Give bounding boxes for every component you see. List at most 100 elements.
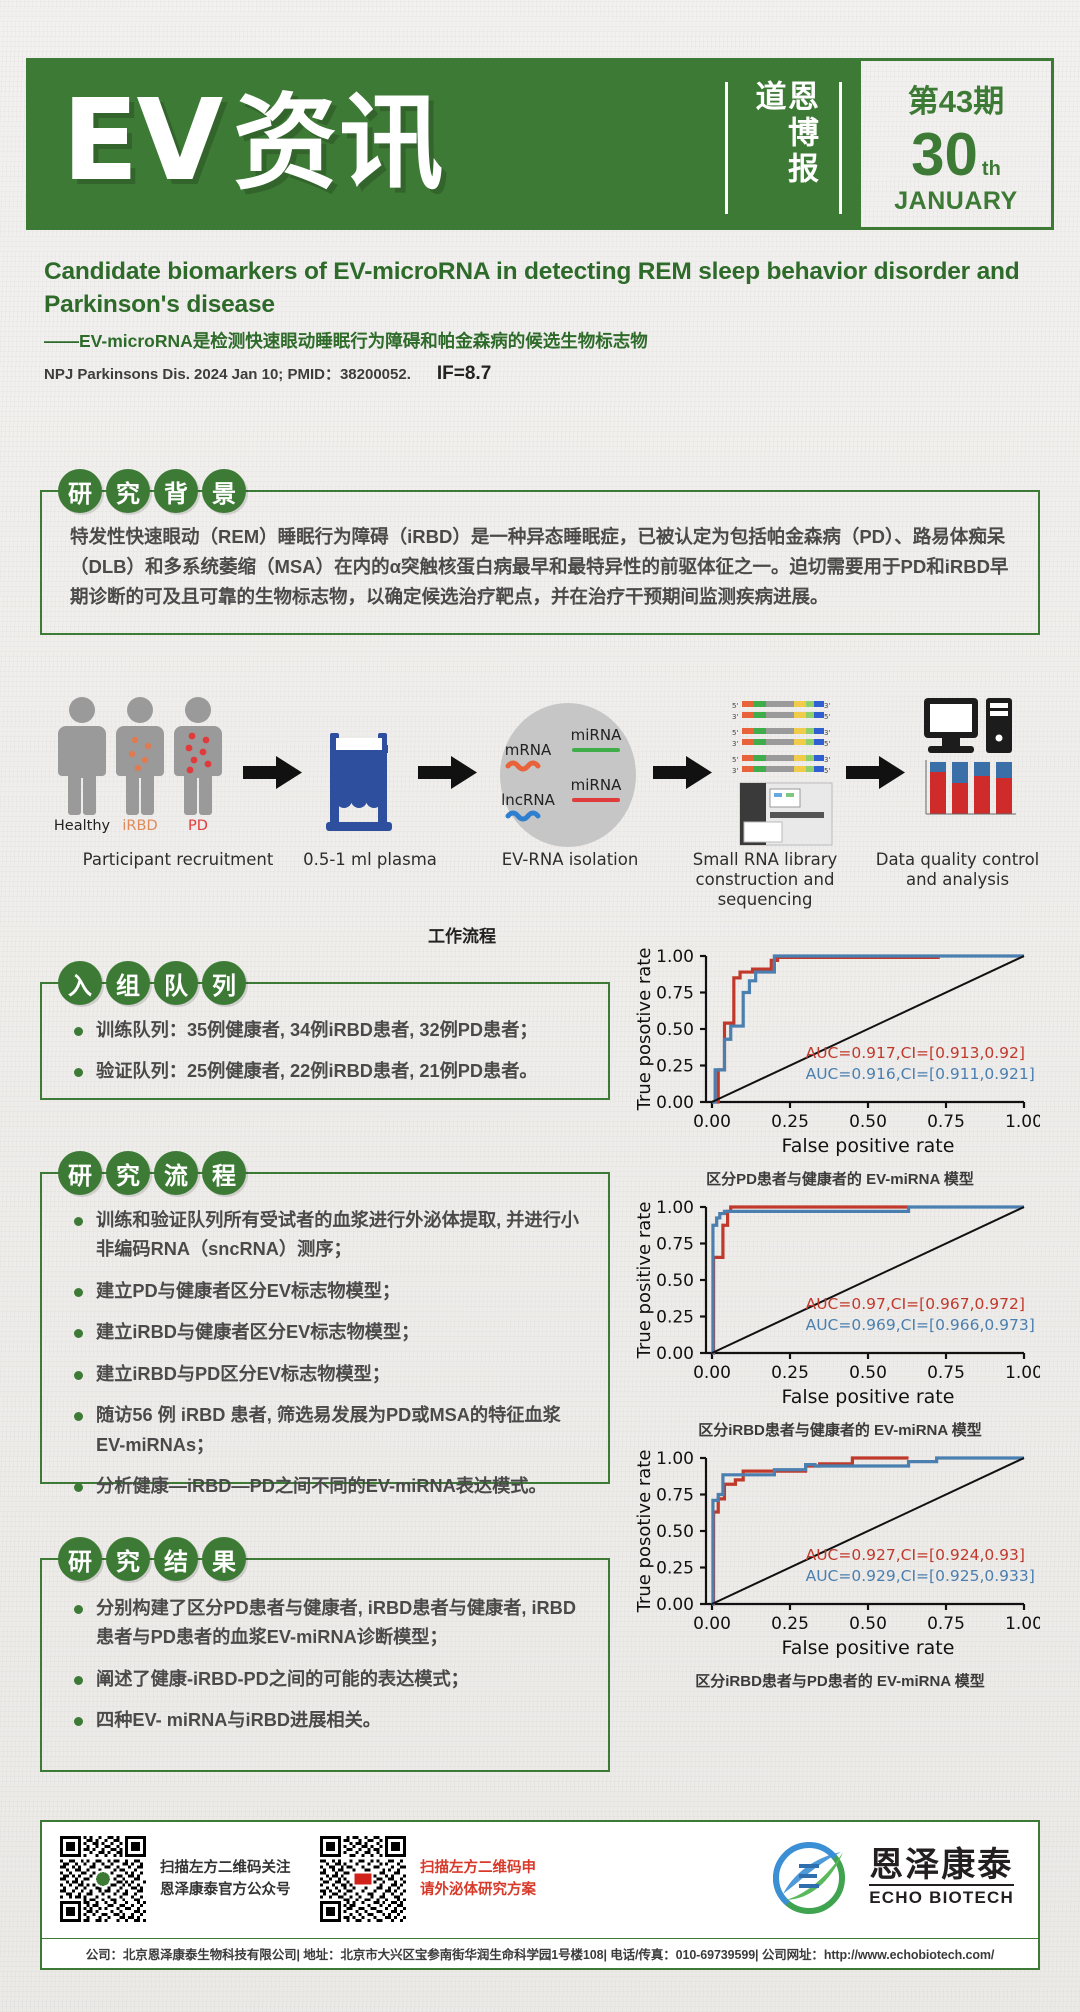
- svg-text:0.00: 0.00: [693, 1363, 731, 1383]
- ev-label-mirna-red: miRNA: [571, 776, 622, 794]
- heading-char: 背: [154, 469, 198, 513]
- svg-text:False positive rate: False positive rate: [782, 1386, 955, 1408]
- svg-text:1.00: 1.00: [656, 1449, 694, 1469]
- heading-char: 究: [106, 1537, 150, 1581]
- article-title-english: Candidate biomarkers of EV-microRNA in d…: [44, 258, 1020, 318]
- pd-spots: [185, 732, 212, 774]
- svg-text:3': 3': [824, 702, 830, 710]
- background-paragraph: 特发性快速眼动（REM）睡眠行为障碍（iRBD）是一种异态睡眠症，已被认定为包括…: [70, 526, 1009, 607]
- roc-chart-3-caption: 区分iRBD患者与PD患者的 EV-miRNA 模型: [695, 1673, 985, 1690]
- list-item: 建立iRBD与健康者区分EV标志物模型；: [70, 1318, 580, 1347]
- data-analysis-icon: [924, 698, 1016, 815]
- cohort-list: 训练队列：35例健康者, 34例iRBD患者, 32例PD患者； 验证队列：25…: [70, 1016, 580, 1087]
- svg-text:AUC=0.927,CI=[0.924,0.93]: AUC=0.927,CI=[0.924,0.93]: [806, 1546, 1025, 1564]
- qr-left-line-1: 扫描左方二维码关注: [160, 1859, 291, 1876]
- svg-text:True posotive rate: True posotive rate: [634, 948, 655, 1112]
- list-item: 建立PD与健康者区分EV标志物模型；: [70, 1277, 580, 1306]
- person-irbd-icon: [116, 697, 164, 815]
- svg-text:1.00: 1.00: [656, 947, 694, 967]
- section-results-heading: 研 究 结 果: [58, 1537, 246, 1581]
- svg-text:5': 5': [732, 729, 738, 737]
- section-cohort-heading: 入 组 队 列: [58, 961, 246, 1005]
- heading-char: 组: [106, 961, 150, 1005]
- footer-contact-text: 公司：北京恩泽康泰生物科技有限公司| 地址：北京市大兴区宝参南街华润生命科学园1…: [85, 1948, 995, 1962]
- heading-char: 流: [154, 1151, 198, 1195]
- footer-qr-group-left: 扫描左方二维码关注 恩泽康泰官方公众号: [60, 1836, 291, 1922]
- heading-char: 列: [202, 961, 246, 1005]
- footer-qr-group-right: 扫描左方二维码申 请外泌体研究方案: [320, 1836, 536, 1922]
- workflow-caption-1: Participant recruitment: [82, 850, 274, 869]
- masthead-vertical-title: 恩博报道: [750, 80, 818, 188]
- qr-right-caption: 扫描左方二维码申 请外泌体研究方案: [420, 1857, 536, 1902]
- svg-text:AUC=0.969,CI=[0.966,0.973]: AUC=0.969,CI=[0.966,0.973]: [806, 1316, 1035, 1334]
- workflow-label-irbd: iRBD: [122, 818, 157, 834]
- company-logo: 恩泽康泰 ECHO BIOTECH: [769, 1838, 1014, 1918]
- arrow-icon-3: [653, 756, 712, 789]
- section-process-body: 训练和验证队列所有受试者的血浆进行外泌体提取, 并进行小非编码RNA（sncRN…: [42, 1174, 608, 1532]
- svg-text:1.00: 1.00: [1005, 1112, 1040, 1132]
- heading-char: 研: [58, 469, 102, 513]
- echo-biotech-mark-icon: [773, 1842, 846, 1914]
- svg-text:0.75: 0.75: [927, 1112, 965, 1132]
- issue-date-box: 第43期 30 th JANUARY: [858, 58, 1054, 230]
- svg-text:AUC=0.97,CI=[0.967,0.972]: AUC=0.97,CI=[0.967,0.972]: [806, 1295, 1025, 1313]
- list-item: 分析健康—iRBD—PD之间不同的EV-miRNA表达模式。: [70, 1472, 580, 1501]
- svg-text:0.00: 0.00: [693, 1112, 731, 1132]
- sequencing-icon: 5'3' 3'5' 5'3' 3'5' 5'3' 3'5': [732, 701, 833, 846]
- company-name-cn: 恩泽康泰: [869, 1846, 1014, 1884]
- qr-code-wechat-icon[interactable]: [60, 1836, 146, 1922]
- section-cohort-body: 训练队列：35例健康者, 34例iRBD患者, 32例PD患者； 验证队列：25…: [42, 984, 608, 1117]
- svg-text:False positive rate: False positive rate: [782, 1135, 955, 1157]
- svg-text:0.00: 0.00: [656, 1595, 694, 1615]
- ev-label-mirna-green: miRNA: [571, 726, 622, 744]
- issue-day-number: 30: [911, 121, 978, 188]
- svg-text:3': 3': [824, 729, 830, 737]
- article-citation: NPJ Parkinsons Dis. 2024 Jan 10; PMID：38…: [44, 366, 411, 384]
- svg-text:0.00: 0.00: [656, 1344, 694, 1364]
- svg-text:5': 5': [732, 756, 738, 764]
- impact-factor: IF=8.7: [436, 363, 492, 385]
- logo-ev-text: EV: [62, 76, 223, 206]
- workflow-label-pd: PD: [188, 818, 208, 834]
- svg-text:0.00: 0.00: [693, 1614, 731, 1634]
- svg-text:1.00: 1.00: [656, 1198, 694, 1218]
- workflow-caption-5: Data quality control and analysis: [875, 850, 1040, 890]
- svg-text:0.50: 0.50: [656, 1271, 694, 1291]
- list-item: 建立iRBD与PD区分EV标志物模型；: [70, 1360, 580, 1389]
- list-item: 训练队列：35例健康者, 34例iRBD患者, 32例PD患者；: [70, 1016, 580, 1045]
- svg-text:1.00: 1.00: [1005, 1363, 1040, 1383]
- list-item: 随访56 例 iRBD 患者, 筛选易发展为PD或MSA的特征血浆EV-miRN…: [70, 1401, 580, 1460]
- svg-text:3': 3': [732, 767, 738, 775]
- qr-code-exosome-icon[interactable]: [320, 1836, 406, 1922]
- heading-char: 队: [154, 961, 198, 1005]
- svg-text:0.25: 0.25: [771, 1112, 809, 1132]
- qr-right-line-2: 请外泌体研究方案: [420, 1882, 536, 1898]
- svg-text:1.00: 1.00: [1005, 1614, 1040, 1634]
- results-list: 分别构建了区分PD患者与健康者, iRBD患者与健康者, iRBD患者与PD患者…: [70, 1594, 580, 1736]
- heading-char: 究: [106, 1151, 150, 1195]
- svg-text:5': 5': [732, 702, 738, 710]
- issue-number: 第43期: [907, 84, 1005, 119]
- heading-char: 研: [58, 1151, 102, 1195]
- irbd-spots: [128, 736, 152, 772]
- svg-text:0.00: 0.00: [656, 1093, 694, 1113]
- svg-text:0.25: 0.25: [656, 1057, 694, 1077]
- list-item: 四种EV- miRNA与iRBD进展相关。: [70, 1706, 580, 1735]
- svg-text:0.25: 0.25: [656, 1308, 694, 1328]
- svg-text:0.25: 0.25: [656, 1559, 694, 1579]
- svg-text:False positive rate: False positive rate: [782, 1637, 955, 1659]
- section-background: 研 究 背 景 特发性快速眼动（REM）睡眠行为障碍（iRBD）是一种异态睡眠症…: [40, 469, 1040, 635]
- person-healthy-icon: [58, 697, 106, 815]
- svg-text:3': 3': [732, 740, 738, 748]
- svg-text:5': 5': [824, 713, 830, 721]
- issue-month: JANUARY: [894, 187, 1018, 215]
- workflow-label-healthy: Healthy: [54, 818, 111, 834]
- section-results-body: 分别构建了区分PD患者与健康者, iRBD患者与健康者, iRBD患者与PD患者…: [42, 1560, 608, 1766]
